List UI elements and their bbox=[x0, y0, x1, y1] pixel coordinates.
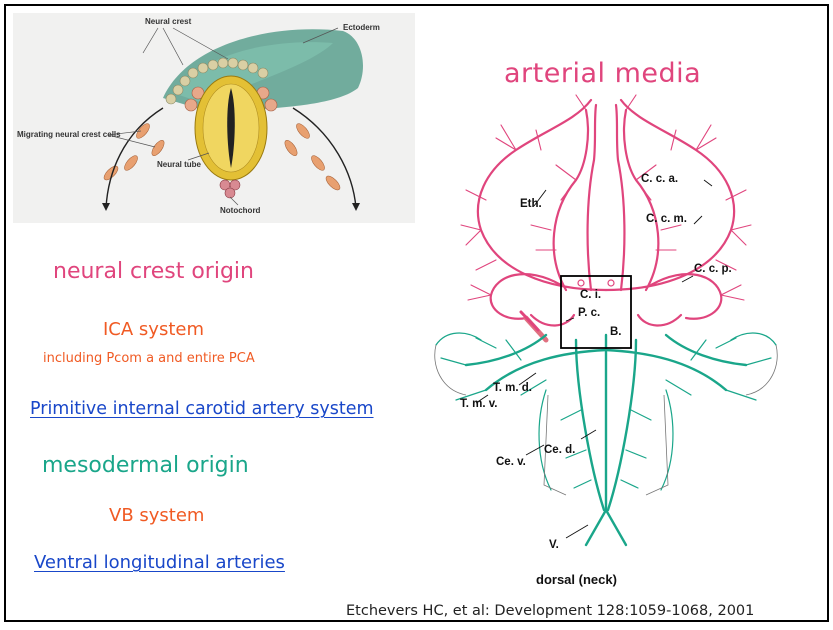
ica-system-text: ICA system bbox=[103, 319, 204, 340]
embryo-drawing bbox=[13, 13, 415, 223]
ccm-label: C. c. m. bbox=[646, 213, 687, 225]
eth-label: Eth. bbox=[520, 198, 542, 210]
citation: Etchevers HC, et al: Development 128:105… bbox=[346, 603, 754, 619]
vb-system-text: VB system bbox=[109, 505, 204, 526]
slide: Neural crest Ectoderm Migrating neural c… bbox=[4, 4, 829, 622]
ectoderm-label: Ectoderm bbox=[343, 23, 380, 32]
dorsal-neck-label: dorsal (neck) bbox=[536, 572, 617, 587]
neural-crest-origin-heading: neural crest origin bbox=[53, 259, 254, 284]
cca-label: C. c. a. bbox=[641, 173, 678, 185]
ica-detail-text: including Pcom a and entire PCA bbox=[43, 351, 255, 366]
vascular-diagram bbox=[426, 90, 786, 580]
v-label: V. bbox=[549, 539, 559, 551]
embryo-illustration: Neural crest Ectoderm Migrating neural c… bbox=[13, 13, 415, 223]
mesodermal-origin-heading: mesodermal origin bbox=[42, 453, 249, 478]
b-label: B. bbox=[610, 326, 622, 338]
neural-tube-label: Neural tube bbox=[157, 160, 201, 169]
pink-arterial-tree bbox=[461, 95, 751, 340]
tmd-label: T. m. d. bbox=[493, 382, 532, 394]
ccp-label: C. c. p. bbox=[694, 263, 732, 275]
ci-label: C. i. bbox=[580, 289, 601, 301]
notochord-label: Notochord bbox=[220, 206, 260, 215]
ced-label: Ce. d. bbox=[544, 444, 575, 456]
ventral-longitudinal-link[interactable]: Ventral longitudinal arteries bbox=[34, 552, 285, 573]
cev-label: Ce. v. bbox=[496, 456, 526, 468]
primitive-ica-link[interactable]: Primitive internal carotid artery system bbox=[30, 399, 374, 419]
neural-crest-label: Neural crest bbox=[145, 17, 191, 26]
slide-title: arterial media bbox=[504, 58, 701, 89]
tmv-label: T. m. v. bbox=[460, 398, 498, 410]
teal-vertebrobasilar-tree bbox=[436, 333, 776, 545]
pc-label: P. c. bbox=[578, 307, 600, 319]
migrating-cells-label: Migrating neural crest cells bbox=[17, 130, 121, 139]
